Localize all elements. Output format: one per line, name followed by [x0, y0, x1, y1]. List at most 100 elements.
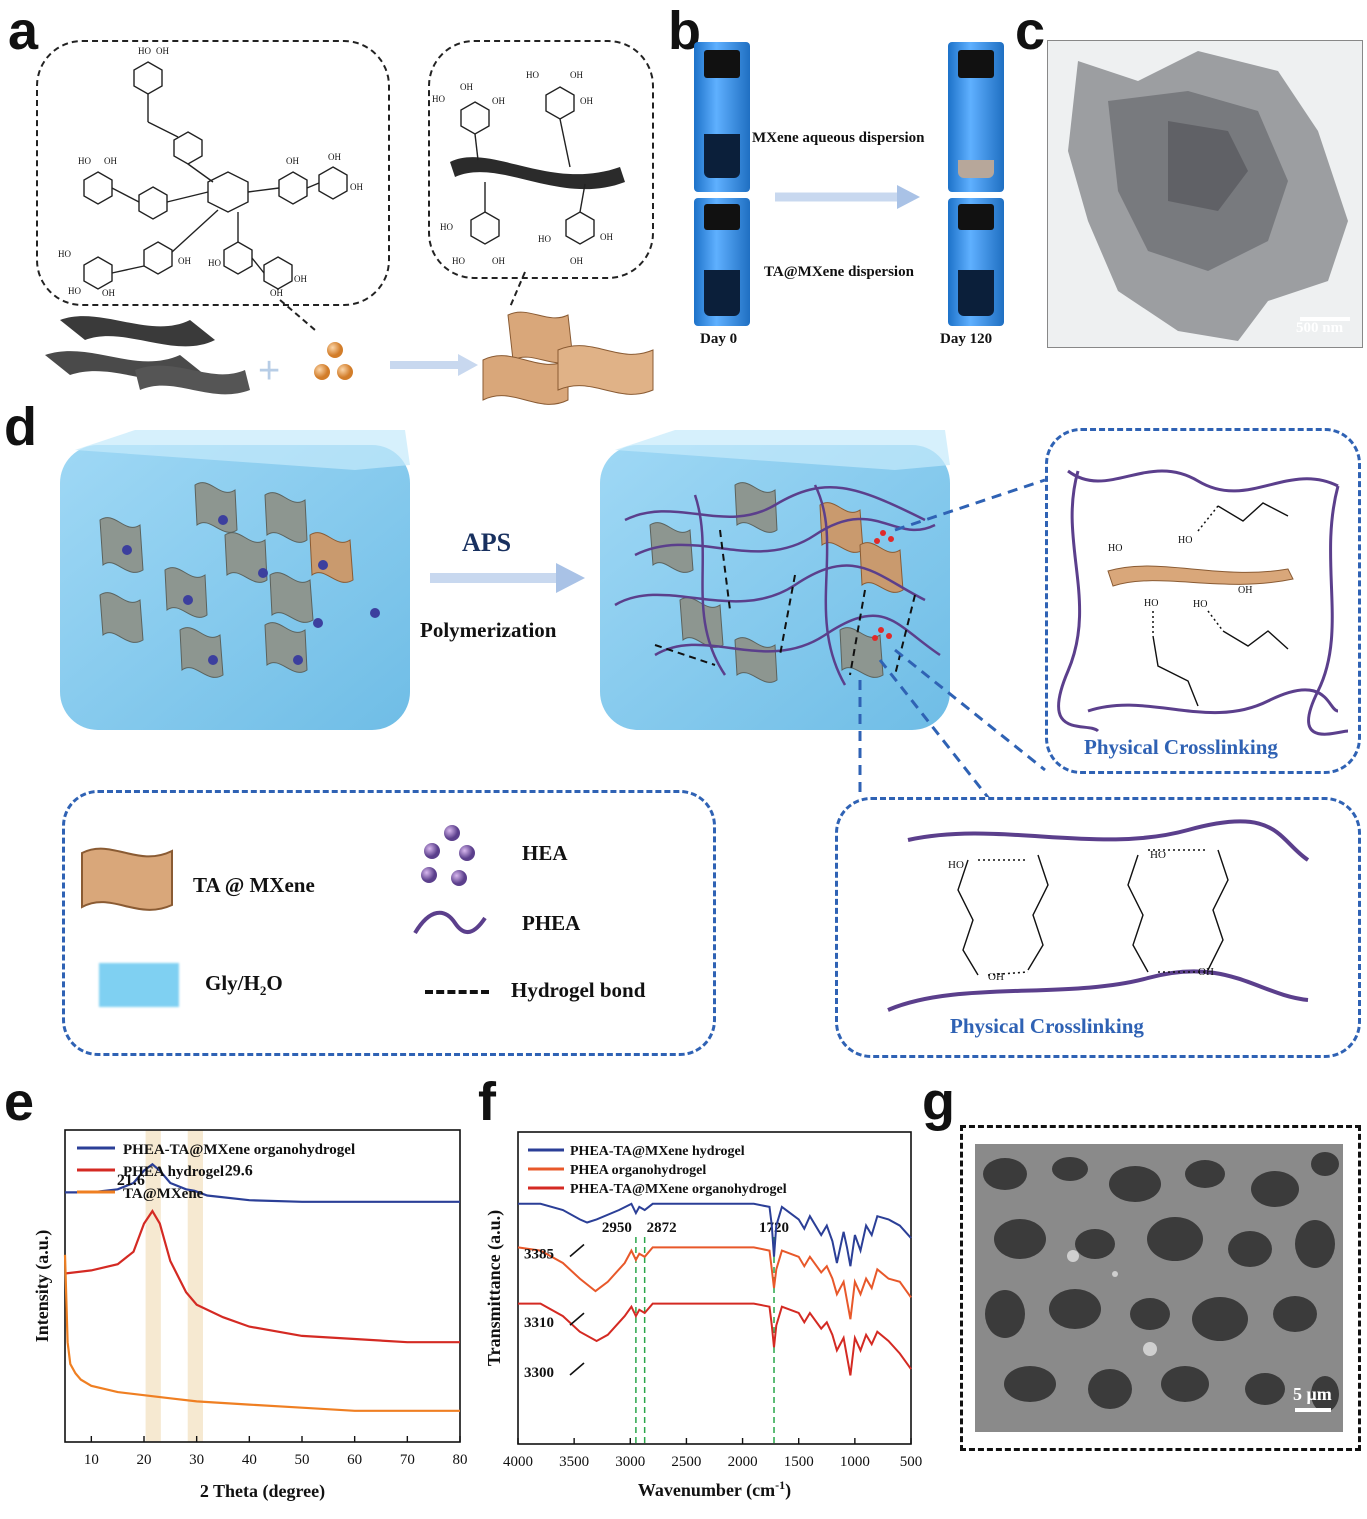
annotation-21-6: 21.6: [117, 1172, 145, 1189]
series-line-1: [517, 1246, 912, 1320]
x-tick-label-5: 60: [347, 1452, 362, 1468]
aps-label: APS: [462, 528, 512, 557]
svg-text:OH: OH: [460, 82, 473, 92]
legend-label-1: PHEA organohydrogel: [570, 1163, 706, 1178]
svg-text:OH: OH: [350, 182, 363, 192]
series-line-0: [65, 1162, 460, 1203]
x-tick-label-0: 4000: [503, 1454, 533, 1470]
x-tick-label-6: 70: [400, 1452, 415, 1468]
peak-arrow-2: [569, 1362, 585, 1376]
svg-text:HO: HO: [1193, 599, 1207, 610]
legend-phea: PHEA: [522, 911, 581, 935]
svg-text:HO: HO: [526, 70, 539, 80]
series-line-0: [518, 1202, 912, 1267]
svg-text:OH: OH: [328, 152, 341, 162]
hea-legend-icon: [421, 825, 475, 886]
phea-legend-icon: [413, 910, 487, 935]
svg-text:HO: HO: [78, 156, 91, 166]
x-tick-label-7: 500: [900, 1454, 923, 1470]
svg-text:HO: HO: [208, 258, 221, 268]
legend-label-0: PHEA-TA@MXene organohydrogel: [123, 1142, 355, 1158]
day120-label: Day 120: [940, 331, 993, 347]
highlight-band-29: [187, 1130, 203, 1442]
arrow-b: [775, 185, 920, 209]
svg-text:OH: OH: [102, 288, 115, 298]
hbond-legend-icon: [425, 990, 489, 994]
polymerization-label: Polymerization: [420, 618, 557, 642]
x-axis-label: Wavenumber (cm-1): [638, 1478, 791, 1501]
panel-label-a: a: [8, 1, 39, 61]
sem-image: 5 μm: [975, 1144, 1343, 1432]
svg-text:HO: HO: [138, 46, 151, 56]
vial-mxene-day0: [694, 42, 750, 192]
svg-text:OH: OH: [570, 256, 583, 266]
arrow-d: [430, 563, 585, 593]
svg-text:HO: HO: [432, 94, 445, 104]
peak-annotation-2: 3300: [524, 1365, 554, 1381]
svg-text:OH: OH: [178, 256, 191, 266]
svg-text:OH: OH: [492, 256, 505, 266]
series-line-2: [518, 1302, 912, 1376]
tem-flake: [1068, 51, 1348, 341]
svg-text:OH: OH: [1198, 966, 1214, 978]
panel-label-g: g: [922, 1072, 955, 1132]
legend-label-2: PHEA-TA@MXene organohydrogel: [570, 1182, 787, 1197]
x-tick-label-1: 3500: [559, 1454, 589, 1470]
mxene-dispersion-label: MXene aqueous dispersion: [752, 130, 925, 146]
svg-text:HO: HO: [538, 234, 551, 244]
legend-hbond: Hydrogel bond: [511, 978, 646, 1002]
svg-text:OH: OH: [104, 156, 117, 166]
series-line-2: [63, 1254, 460, 1412]
crosslink-bottom-label: Physical Crosslinking: [950, 1014, 1144, 1038]
legend-label-0: PHEA-TA@MXene hydrogel: [570, 1144, 745, 1159]
gly-h2o-swatch: [99, 963, 179, 1007]
mxene-sheets-icon: [45, 316, 250, 395]
svg-text:OH: OH: [580, 96, 593, 106]
svg-text:OH: OH: [600, 232, 613, 242]
arrow-a: [390, 354, 478, 376]
svg-text:HO: HO: [1150, 849, 1166, 861]
x-tick-label-7: 80: [453, 1452, 468, 1468]
peak-label-2872: 2872: [647, 1220, 677, 1236]
annotation-29-6: 29.6: [225, 1163, 253, 1180]
svg-text:OH: OH: [988, 971, 1004, 983]
legend-label-1: PHEA hydrogel: [123, 1164, 224, 1180]
legend-gly-h2o: Gly/H2O: [205, 971, 283, 999]
hydrogel-cube-before: [60, 430, 410, 730]
crosslink-top-label: Physical Crosslinking: [1084, 735, 1278, 759]
ta-particles-icon: [314, 342, 353, 380]
x-tick-label-2: 30: [189, 1452, 204, 1468]
svg-text:OH: OH: [286, 156, 299, 166]
plus-sign: +: [258, 350, 281, 392]
x-tick-label-4: 2000: [728, 1454, 758, 1470]
bubble-pointer-b: [509, 271, 526, 308]
x-tick-label-4: 50: [295, 1452, 310, 1468]
svg-text:OH: OH: [570, 70, 583, 80]
svg-text:HO: HO: [1108, 543, 1122, 554]
zoom-lines: [858, 478, 1046, 810]
peak-annotation-1: 3310: [524, 1315, 554, 1331]
svg-text:OH: OH: [492, 96, 505, 106]
svg-text:OH: OH: [294, 274, 307, 284]
legend-label-2: TA@MXene: [123, 1186, 204, 1202]
hydrogel-cube-after: [600, 430, 950, 730]
series-line-1: [64, 1209, 460, 1344]
peak-label-1720: 1720: [759, 1220, 789, 1236]
legend-ta-mxene: TA @ MXene: [193, 873, 315, 897]
peak-arrow-1: [569, 1312, 585, 1326]
panel-label-c: c: [1015, 1, 1046, 61]
sem-frame: 5 μm: [960, 1125, 1361, 1451]
x-tick-label-0: 10: [84, 1452, 99, 1468]
x-axis-label: 2 Theta (degree): [200, 1481, 325, 1502]
day0-label: Day 0: [700, 331, 738, 347]
svg-text:OH: OH: [270, 288, 283, 298]
bubble-pointer-a: [279, 299, 316, 331]
svg-text:OH: OH: [1238, 585, 1252, 596]
svg-text:HO: HO: [58, 249, 71, 259]
